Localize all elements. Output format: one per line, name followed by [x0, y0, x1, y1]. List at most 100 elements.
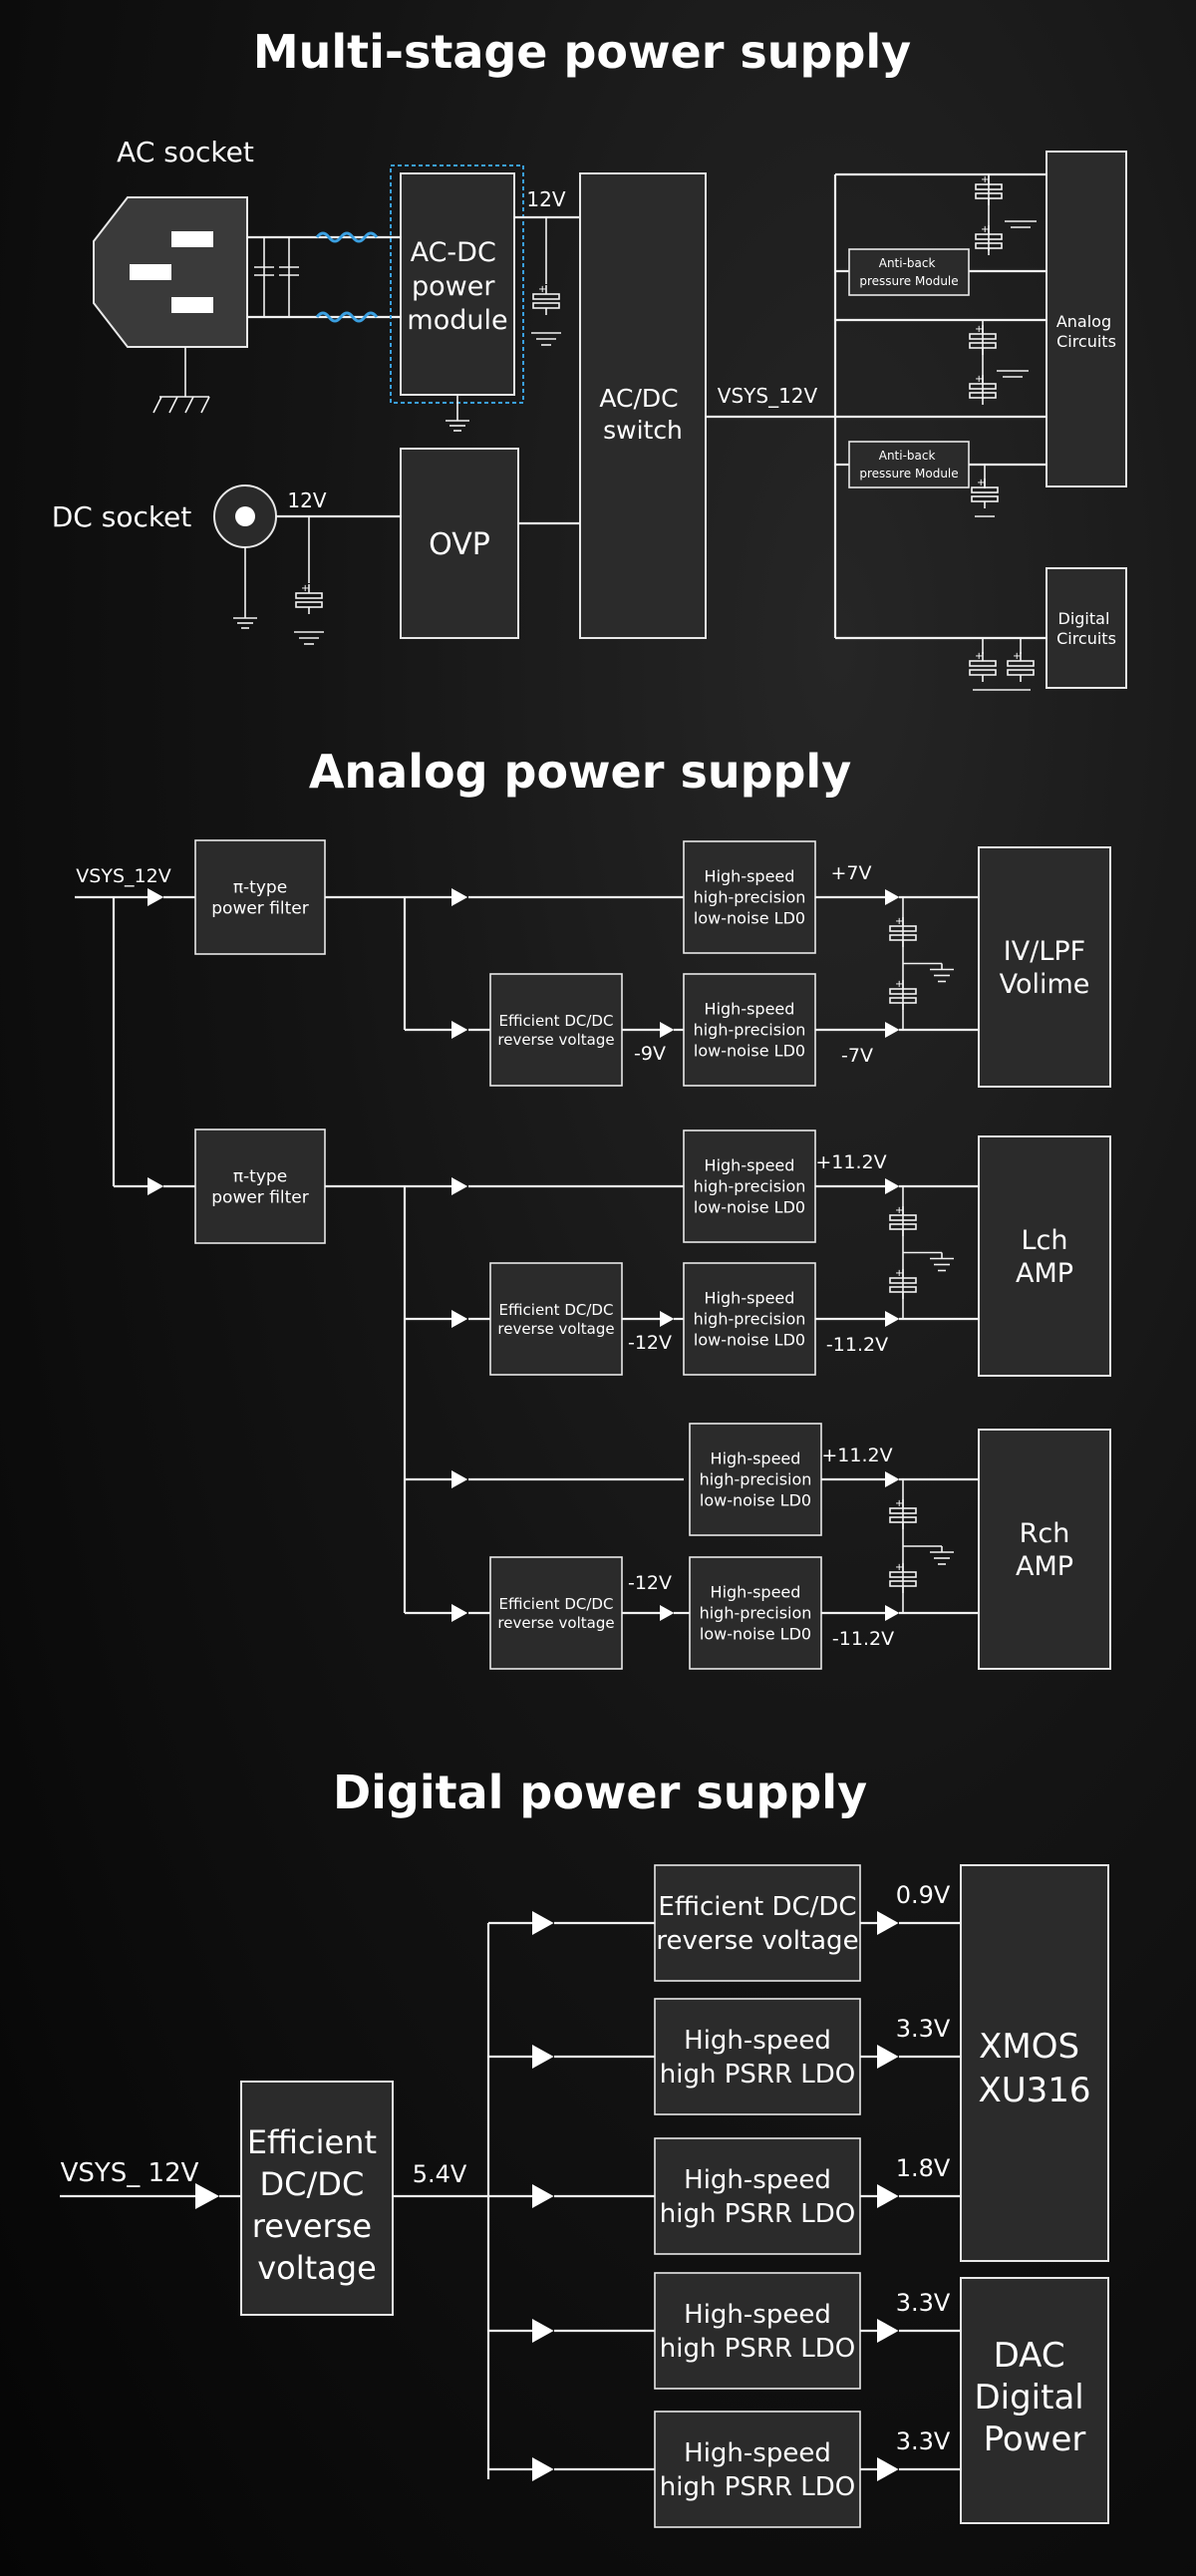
arrow-head	[885, 1605, 900, 1621]
arrow-head	[451, 1310, 468, 1328]
arrow-head	[885, 889, 900, 905]
arrow-head	[877, 1911, 899, 1935]
arrow-head	[532, 2319, 554, 2343]
dc-socket-label: DC socket	[52, 500, 192, 533]
ac-socket-label: AC socket	[117, 136, 254, 168]
arrow-head	[532, 2184, 554, 2208]
arrow-head	[885, 1022, 900, 1038]
arrow-head	[660, 1605, 675, 1621]
arrow-head	[660, 1022, 675, 1038]
pi-filter-2	[194, 1128, 326, 1244]
analog-load-1	[978, 846, 1111, 1088]
dac-digital-power-block	[960, 2277, 1109, 2524]
vsys-label-digital: VSYS_ 12V	[61, 2158, 199, 2188]
voltage-label-pos-1: +7V	[830, 862, 871, 884]
digital-circuits-label: Digital Circuits	[1056, 609, 1116, 648]
arrow-head	[885, 1311, 900, 1327]
acdc-switch-label: AC/DC switch	[599, 384, 686, 445]
arrow-head	[877, 2457, 899, 2481]
arrow-head	[451, 1177, 468, 1195]
voltage-label-dcdc-2: -12V	[628, 1332, 672, 1354]
anti-back-module-1	[848, 248, 970, 296]
arrow-head	[532, 2457, 554, 2481]
ldo-neg-3	[689, 1556, 822, 1670]
arrow-head	[885, 1178, 900, 1194]
voltage-label-pos-2: +11.2V	[815, 1151, 886, 1173]
xmos-xu316-label: XMOS XU316	[978, 2027, 1090, 2110]
anti-back-module-2	[848, 441, 970, 488]
arrow-head	[660, 1311, 675, 1327]
acdc-power-module-label: AC-DC power module	[407, 237, 507, 336]
analog-dcdc-2	[489, 1262, 623, 1376]
section-title-digital: Digital power supply	[333, 1766, 867, 1819]
voltage-label-neg-1: -7V	[841, 1045, 873, 1067]
vsys-label-analog: VSYS_12V	[76, 865, 170, 887]
anti-back-module-1-label: Anti-back pressure Module	[859, 256, 958, 288]
dc-socket-icon	[213, 484, 277, 548]
vsys-label-multi: VSYS_12V	[718, 384, 818, 408]
arrow-head	[532, 2045, 554, 2069]
ovp-label: OVP	[429, 527, 490, 562]
digital-reg-5	[654, 2411, 861, 2528]
ldo-pos-1	[683, 840, 816, 954]
voltage-label-pos-3: +11.2V	[821, 1445, 892, 1466]
voltage-label-neg-2: -11.2V	[826, 1334, 888, 1356]
arrow-head	[148, 888, 164, 906]
digital-circuits-block	[1046, 567, 1127, 689]
arrow-head	[877, 2045, 899, 2069]
analog-dcdc-3	[489, 1556, 623, 1670]
digital-reg-4	[654, 2272, 861, 2390]
ldo-pos-3	[689, 1423, 822, 1536]
voltage-label-neg-3: -11.2V	[832, 1628, 894, 1650]
earth-ground-icon	[152, 347, 210, 414]
arrow-head	[451, 1021, 468, 1039]
analog-load-3	[978, 1429, 1111, 1670]
pi-filter-1	[194, 839, 326, 955]
voltage-label-dcdc-1: -9V	[634, 1043, 666, 1065]
voltage-label-dcdc-3: -12V	[628, 1572, 672, 1594]
voltage-label-5v4: 5.4V	[413, 2160, 467, 2188]
arrow-head	[532, 1911, 554, 1935]
digital-reg-2	[654, 1998, 861, 2115]
arrow-head	[451, 888, 468, 906]
acdc-switch	[579, 172, 707, 639]
anti-back-module-2-label: Anti-back pressure Module	[859, 449, 958, 481]
analog-circuits-label: Analog Circuits	[1056, 312, 1116, 351]
acdc-power-module	[400, 172, 515, 396]
xmos-xu316-block	[960, 1864, 1109, 2262]
digital-reg-3	[654, 2137, 861, 2255]
arrow-head	[877, 2184, 899, 2208]
dac-digital-power-label: DAC Digital Power	[974, 2336, 1094, 2459]
section-title-multi-stage: Multi-stage power supply	[253, 25, 911, 79]
digital-main-dcdc	[240, 2081, 394, 2316]
digital-reg-1	[654, 1864, 861, 1982]
arrow-head	[451, 1470, 468, 1488]
digital-voltage-4: 3.3V	[896, 2289, 951, 2317]
voltage-label-12v-dc: 12V	[287, 488, 326, 512]
analog-dcdc-1	[489, 973, 623, 1087]
digital-voltage-2: 3.3V	[896, 2015, 951, 2043]
analog-circuits-block	[1046, 151, 1127, 487]
analog-load-2	[978, 1135, 1111, 1377]
section-title-analog: Analog power supply	[309, 745, 851, 799]
digital-voltage-5: 3.3V	[896, 2427, 951, 2455]
